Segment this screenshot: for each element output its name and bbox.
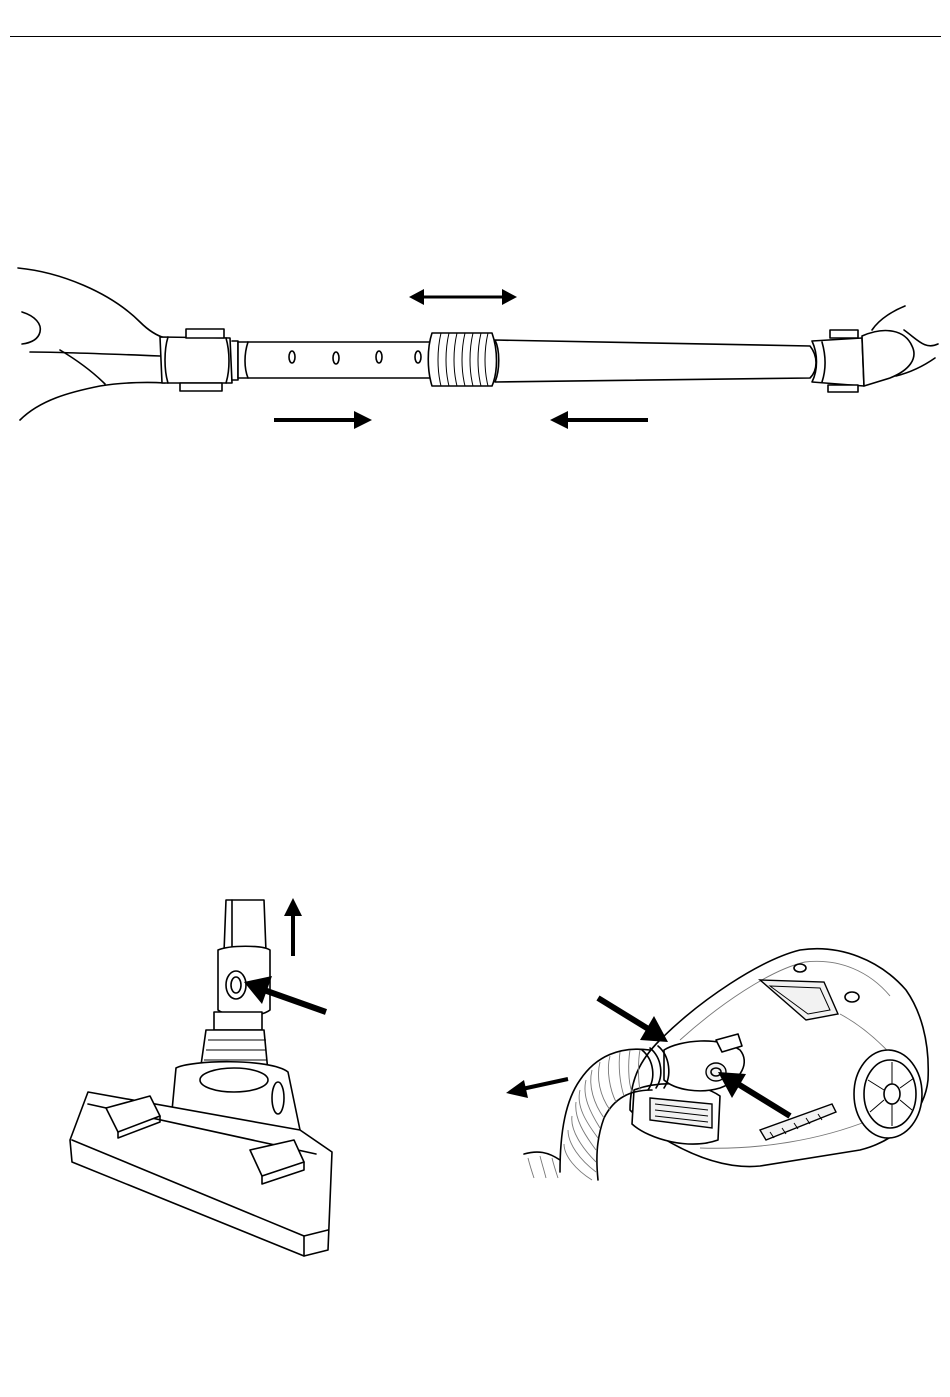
- inner-tube: [238, 342, 432, 378]
- arrow-up-icon: [284, 898, 302, 956]
- arrow-pull-icon: [506, 1079, 568, 1098]
- header-rule: [10, 36, 941, 37]
- arrow-press-icon: [598, 998, 668, 1042]
- ribbed-collar: [428, 333, 496, 386]
- tube-section: [224, 900, 266, 952]
- outer-tube: [495, 340, 816, 382]
- hose-handle-left: [18, 268, 238, 420]
- double-arrow-icon: [409, 289, 517, 305]
- vacuum-body-figure: [505, 935, 945, 1185]
- release-button: [226, 971, 246, 999]
- arrow-left-icon: [550, 411, 648, 429]
- telescopic-tube-figure: [0, 255, 950, 435]
- nozzle-connector-right: [812, 306, 938, 392]
- floor-brush-figure: [60, 890, 360, 1265]
- arrow-right-icon: [274, 411, 372, 429]
